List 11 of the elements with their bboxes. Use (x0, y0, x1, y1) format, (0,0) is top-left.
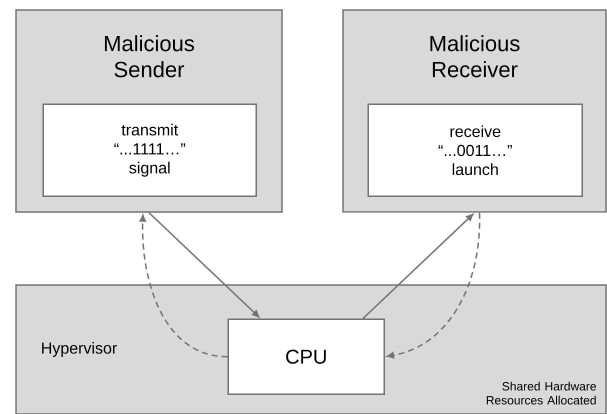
region-label: Hypervisor (42, 342, 117, 357)
box-title: Malicious Receiver (430, 35, 520, 78)
cpu-label: CPU (286, 350, 326, 364)
box-title: Malicious Sender (104, 35, 194, 78)
box-text: transmit “...1111…” signal (114, 124, 186, 177)
arrow (362, 214, 474, 320)
arrow (139, 214, 228, 358)
arrow (386, 212, 480, 359)
box-text: receive “...0011…” launch (438, 125, 512, 176)
region-note: Shared Hardware Resources Allocated (486, 382, 596, 405)
arrow (148, 212, 260, 318)
